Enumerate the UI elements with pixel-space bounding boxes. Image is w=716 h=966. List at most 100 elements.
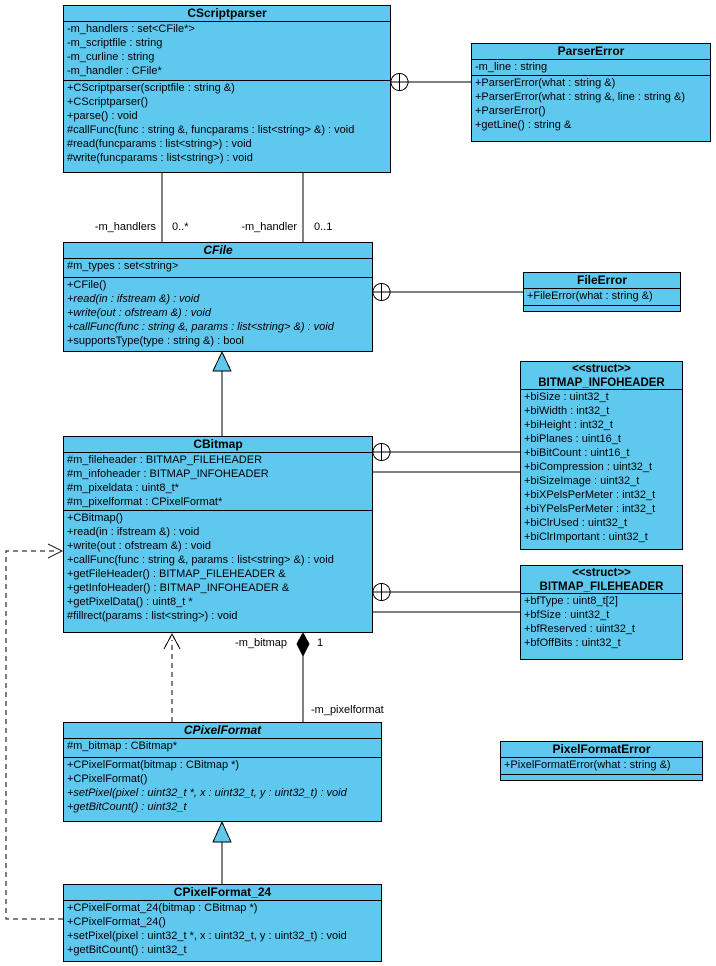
member-row: +write(out : ofstream &) : void: [67, 540, 211, 552]
member-row: +bfType : uint8_t[2]: [524, 595, 618, 607]
operations-compartment: +CScriptparser(scriptfile : string &) +CS…: [64, 81, 390, 172]
member-row: +getFileHeader() : BITMAP_FILEHEADER &: [67, 568, 286, 580]
composition-cbitmap-cpixelformat: [296, 631, 310, 722]
generalization-cpixelformat24-cpixelformat: [212, 820, 232, 884]
anchor-cscriptparser-parsererror: [390, 73, 471, 91]
composition-diamond-icon: [296, 631, 310, 658]
member-row: +bfReserved : uint32_t: [524, 623, 635, 635]
attributes-compartment: #m_bitmap : CBitmap*: [64, 739, 381, 758]
generalization-cbitmap-cfile: [212, 350, 232, 436]
role-label-m-pixelformat: -m_pixelformat: [311, 704, 384, 716]
attributes-compartment: -m_line : string: [472, 60, 710, 76]
anchor-cfile-fileerror: [372, 283, 523, 301]
member-row: #m_infoheader : BITMAP_INFOHEADER: [67, 468, 269, 480]
class-title: <<struct>> BITMAP_FILEHEADER: [521, 566, 682, 594]
stereotype: <<struct>>: [572, 363, 631, 375]
member-row: +ParserError(): [475, 105, 546, 117]
member-row: #read(funcparams : list<string>) : void: [67, 138, 252, 150]
attributes-compartment: +biSize : uint32_t +biWidth : int32_t +biH…: [521, 390, 682, 549]
member-row: #fillrect(params : list<string>) : void: [67, 610, 238, 622]
member-row: +CScriptparser(): [67, 96, 148, 108]
class-cfile[interactable]: CFile #m_types : set<string> +CFile()+re…: [63, 242, 373, 352]
class-cbitmap[interactable]: CBitmap #m_fileheader : BITMAP_FILEHEADE…: [63, 436, 373, 633]
class-title: PixelFormatError: [501, 742, 702, 758]
member-row: +supportsType(type : string &) : bool: [67, 335, 245, 347]
anchor-icon: [390, 73, 409, 91]
class-title: CScriptparser: [64, 6, 390, 22]
member-row: +bfOffBits : uint32_t: [524, 637, 621, 649]
member-row: +PixelFormatError(what : string &): [504, 759, 671, 771]
member-row: +read(in : ifstream &) : void: [67, 526, 200, 538]
operations-compartment: +CPixelFormat(bitmap : CBitmap *) +CPixel…: [64, 758, 381, 821]
operations-compartment: +FileError(what : string &): [524, 289, 680, 306]
struct-name: BITMAP_FILEHEADER: [539, 580, 664, 593]
member-row: #m_fileheader : BITMAP_FILEHEADER: [67, 454, 263, 466]
role-label-m-handlers: -m_handlers: [94, 221, 156, 233]
class-cpixelformat-24[interactable]: CPixelFormat_24 +CPixelFormat_24(bitmap …: [63, 884, 382, 962]
member-row: #m_pixeldata : uint8_t*: [67, 482, 179, 494]
class-fileerror[interactable]: FileError +FileError(what : string &): [523, 272, 681, 312]
member-row: +CPixelFormat(): [67, 773, 148, 785]
multiplicity-label: 0..*: [172, 221, 189, 233]
member-row: -m_line : string: [475, 61, 548, 73]
class-title: CFile: [64, 243, 372, 259]
dependency-cpixelformat-cbitmap: [163, 632, 181, 722]
class-title: CPixelFormat_24: [64, 885, 381, 901]
anchor-cbitmap-fileheader: [372, 583, 520, 601]
anchor-icon: [372, 583, 391, 601]
attributes-compartment: #m_fileheader : BITMAP_FILEHEADER #m_info…: [64, 453, 372, 511]
member-row: +biClrImportant : uint32_t: [524, 531, 648, 543]
member-row: +setPixel(pixel : uint32_t *, x : uint32…: [67, 930, 347, 942]
member-row: +getLine() : string &: [475, 119, 572, 131]
member-row: +biHeight : int32_t: [524, 419, 613, 431]
class-title: ParserError: [472, 44, 710, 60]
class-cscriptparser[interactable]: CScriptparser -m_handlers : set<CFile*>-…: [63, 5, 391, 173]
member-row: +biWidth : int32_t: [524, 405, 610, 417]
empty-compartment: [524, 306, 680, 311]
anchor-icon: [372, 283, 391, 301]
member-row: #m_bitmap : CBitmap*: [67, 740, 178, 752]
class-cpixelformat[interactable]: CPixelFormat #m_bitmap : CBitmap* +CPixe…: [63, 722, 382, 822]
member-row: #callFunc(func : string &, funcparams : …: [67, 124, 355, 136]
role-label-m-bitmap: -m_bitmap: [235, 637, 287, 649]
member-row: #m_types : set<string>: [67, 260, 179, 272]
member-row: +parse() : void: [67, 110, 138, 122]
member-row: +biSizeImage : uint32_t: [524, 475, 640, 487]
multiplicity-label: 1: [317, 637, 324, 649]
dependency-cpixelformat24-cbitmap: [5, 543, 64, 920]
member-row: -m_scriptfile : string: [67, 37, 163, 49]
member-row: +CScriptparser(scriptfile : string &): [67, 82, 235, 94]
class-pixelformaterror[interactable]: PixelFormatError +PixelFormatError(what …: [500, 741, 703, 781]
class-title: CPixelFormat: [64, 723, 381, 739]
member-row: +biClrUsed : uint32_t: [524, 517, 628, 529]
member-row: +write(out : ofstream &) : void: [67, 307, 211, 319]
member-row: +biCompression : uint32_t: [524, 461, 653, 473]
member-row: -m_handler : CFile*: [67, 65, 162, 77]
member-row: +biXPelsPerMeter : int32_t: [524, 489, 656, 501]
member-row: +CPixelFormat_24(bitmap : CBitmap *): [67, 902, 258, 914]
member-row: +biYPelsPerMeter : int32_t: [524, 503, 656, 515]
member-row: +biPlanes : uint16_t: [524, 433, 621, 445]
struct-bitmap-infoheader[interactable]: <<struct>> BITMAP_INFOHEADER +biSize : u…: [520, 361, 683, 550]
member-row: +getBitCount() : uint32_t: [67, 801, 187, 813]
member-row: +biSize : uint32_t: [524, 391, 609, 403]
anchor-icon: [372, 443, 391, 461]
class-title: CBitmap: [64, 437, 372, 453]
attributes-compartment: -m_handlers : set<CFile*> -m_scriptfile :…: [64, 22, 390, 81]
member-row: #m_pixelformat : CPixelFormat*: [67, 496, 223, 508]
member-row: -m_handlers : set<CFile*>: [67, 23, 195, 35]
struct-bitmap-fileheader[interactable]: <<struct>> BITMAP_FILEHEADER +bfType : u…: [520, 565, 683, 660]
member-row: +bfSize : uint32_t: [524, 609, 610, 621]
attributes-compartment: #m_types : set<string>: [64, 259, 372, 278]
multiplicity-label: 0..1: [314, 221, 333, 233]
member-row: +biBitCount : uint16_t: [524, 447, 630, 459]
class-parsererror[interactable]: ParserError -m_line : string +ParserErro…: [471, 43, 711, 142]
member-row: +callFunc(func : string &, params : list…: [67, 321, 334, 333]
anchor-cbitmap-infoheader: [372, 443, 520, 461]
member-row: +setPixel(pixel : uint32_t *, x : uint32…: [67, 787, 347, 799]
role-label-m-handler: -m_handler: [241, 221, 297, 233]
operations-compartment: +CPixelFormat_24(bitmap : CBitmap *)+CPi…: [64, 901, 381, 961]
member-row: +CPixelFormat(bitmap : CBitmap *): [67, 759, 240, 771]
member-row: +callFunc(func : string &, params : list…: [67, 554, 334, 566]
